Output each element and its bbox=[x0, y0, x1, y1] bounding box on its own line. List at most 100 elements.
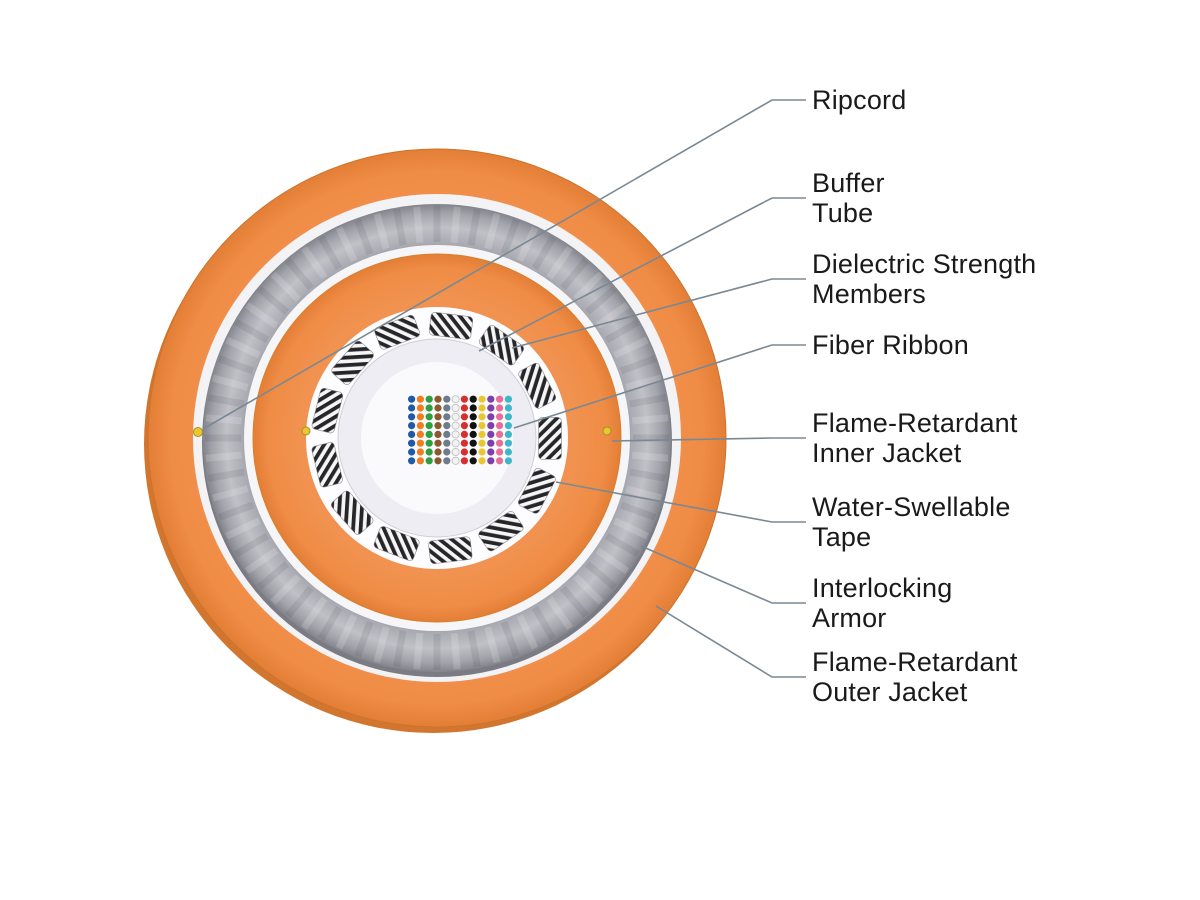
leader-line-dielectric-strength-members bbox=[511, 278, 806, 349]
fiber-dot-white bbox=[451, 403, 460, 412]
fiber-dot-blue bbox=[408, 422, 416, 430]
fiber-dot-violet bbox=[487, 404, 495, 412]
leader-line-interlocking-armor bbox=[640, 545, 806, 604]
fiber-dot-violet bbox=[487, 439, 495, 447]
fiber-dot-rose bbox=[496, 430, 504, 438]
fiber-dot-orange bbox=[416, 413, 424, 421]
fiber-dot-yellow bbox=[478, 457, 486, 465]
fiber-dot-brown bbox=[434, 422, 442, 430]
fiber-dot-black bbox=[469, 457, 477, 465]
fiber-dot-aqua bbox=[504, 439, 512, 447]
fiber-dot-red bbox=[460, 430, 468, 438]
fiber-dot-yellow bbox=[478, 448, 486, 456]
fiber-dot-aqua bbox=[504, 395, 512, 403]
fiber-dot-green bbox=[425, 439, 433, 447]
fiber-dot-brown bbox=[434, 430, 442, 438]
fiber-dot-white bbox=[451, 395, 460, 404]
label-ripcord: Ripcord bbox=[812, 85, 906, 115]
label-line: Ripcord bbox=[812, 85, 907, 115]
fiber-dot-green bbox=[425, 422, 433, 430]
ripcords bbox=[193, 426, 612, 437]
fiber-dot-rose bbox=[496, 422, 504, 430]
fiber-dot-aqua bbox=[504, 448, 512, 456]
label-line: Tape bbox=[812, 522, 872, 552]
fiber-dot-rose bbox=[496, 395, 504, 403]
ripcord-dot-right-inner bbox=[602, 426, 612, 436]
fiber-dot-brown bbox=[434, 439, 442, 447]
label-line: Outer Jacket bbox=[812, 677, 968, 707]
fiber-dot-red bbox=[460, 413, 468, 421]
fiber-dot-black bbox=[469, 404, 477, 412]
label-line: Flame-Retardant bbox=[812, 408, 1018, 438]
fiber-dot-green bbox=[425, 395, 433, 403]
fiber-dot-orange bbox=[416, 448, 424, 456]
fiber-dot-blue bbox=[408, 439, 416, 447]
fiber-dot-rose bbox=[496, 439, 504, 447]
fiber-dot-blue bbox=[408, 395, 416, 403]
label-line: Water-Swellable bbox=[812, 492, 1011, 522]
fiber-dot-slate bbox=[443, 413, 451, 421]
fiber-dot-orange bbox=[416, 430, 424, 438]
fiber-ribbon-stack bbox=[408, 395, 512, 465]
fiber-dot-green bbox=[425, 430, 433, 438]
fiber-dot-black bbox=[469, 430, 477, 438]
fiber-dot-yellow bbox=[478, 439, 486, 447]
label-interlocking-armor: Interlocking Armor bbox=[812, 573, 952, 633]
fiber-dot-violet bbox=[487, 448, 495, 456]
fiber-dot-black bbox=[469, 439, 477, 447]
leader-line-flame-retardant-outer-jacket bbox=[655, 605, 806, 678]
fiber-dot-black bbox=[469, 395, 477, 403]
buffer-tube-interior bbox=[361, 362, 513, 514]
fiber-dot-yellow bbox=[478, 395, 486, 403]
fiber-dot-aqua bbox=[504, 430, 512, 438]
fiber-dot-white bbox=[451, 412, 460, 421]
fiber-dot-white bbox=[451, 447, 460, 456]
fiber-dot-brown bbox=[434, 457, 442, 465]
fiber-dot-green bbox=[425, 448, 433, 456]
fiber-dot-violet bbox=[487, 395, 495, 403]
fiber-dot-orange bbox=[416, 422, 424, 430]
fiber-dot-rose bbox=[496, 448, 504, 456]
fiber-dot-brown bbox=[434, 448, 442, 456]
label-fiber-ribbon: Fiber Ribbon bbox=[812, 330, 969, 360]
fiber-dot-red bbox=[460, 448, 468, 456]
fiber-dot-slate bbox=[443, 457, 451, 465]
leader-line-flame-retardant-inner-jacket bbox=[611, 437, 806, 442]
fiber-dot-red bbox=[460, 439, 468, 447]
fiber-dot-black bbox=[469, 448, 477, 456]
leader-line-water-swellable-tape bbox=[555, 481, 806, 523]
label-line: Tube bbox=[812, 198, 874, 228]
label-dielectric-strength-members: Dielectric Strength Members bbox=[812, 249, 1036, 309]
label-line: Interlocking bbox=[812, 573, 953, 603]
fiber-dot-blue bbox=[408, 413, 416, 421]
fiber-dot-blue bbox=[408, 457, 416, 465]
fiber-dot-yellow bbox=[478, 404, 486, 412]
fiber-dot-brown bbox=[434, 413, 442, 421]
fiber-dot-black bbox=[469, 422, 477, 430]
fiber-dot-green bbox=[425, 404, 433, 412]
label-line: Dielectric Strength bbox=[812, 249, 1037, 279]
fiber-dot-slate bbox=[443, 439, 451, 447]
fiber-dot-slate bbox=[443, 448, 451, 456]
fiber-dot-white bbox=[451, 421, 460, 430]
fiber-dot-violet bbox=[487, 457, 495, 465]
label-buffer-tube: Buffer Tube bbox=[812, 168, 885, 228]
fiber-dot-green bbox=[425, 413, 433, 421]
fiber-dot-aqua bbox=[504, 413, 512, 421]
fiber-dot-rose bbox=[496, 404, 504, 412]
leader-line-ripcord bbox=[202, 99, 806, 430]
fiber-dot-orange bbox=[416, 439, 424, 447]
fiber-dot-yellow bbox=[478, 413, 486, 421]
fiber-dot-violet bbox=[487, 413, 495, 421]
fiber-dot-rose bbox=[496, 413, 504, 421]
leader-line-fiber-ribbon bbox=[513, 344, 806, 429]
label-line: Armor bbox=[812, 603, 887, 633]
label-line: Inner Jacket bbox=[812, 438, 962, 468]
fiber-dot-brown bbox=[434, 395, 442, 403]
fiber-dot-aqua bbox=[504, 457, 512, 465]
fiber-dot-blue bbox=[408, 430, 416, 438]
fiber-dot-brown bbox=[434, 404, 442, 412]
fiber-dot-slate bbox=[443, 430, 451, 438]
